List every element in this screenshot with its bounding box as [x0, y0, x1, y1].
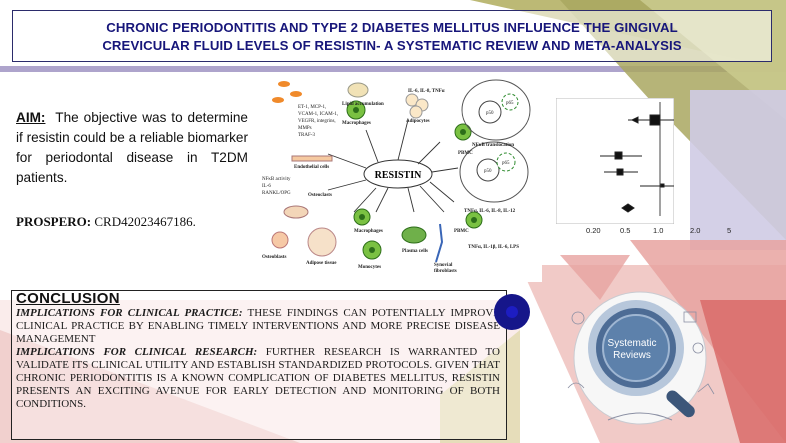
forest-plot: [556, 98, 674, 224]
clinical-practice-text: THESE FINDINGS CAN POTENTIALLY IMPROVE C…: [16, 307, 500, 345]
forest-tick-2: 1.0: [653, 226, 664, 235]
diagram-labels: Lipid accumulation IL-6, IL-8, TNFα Adip…: [262, 89, 519, 274]
conclusion-text: IMPLICATIONS FOR CLINICAL PRACTICE: THES…: [16, 307, 500, 411]
forest-tick-3: 2.0: [690, 226, 701, 235]
forest-tick-1: 0.5: [620, 226, 631, 235]
label-tnf-out: TNFα, IL-6, IL-8, IL-12: [464, 209, 516, 214]
aim-text: The objective was to determine if resist…: [16, 110, 248, 185]
clinical-research-label: IMPLICATIONS FOR CLINICAL RESEARCH:: [16, 346, 258, 358]
label-pbmc-top: PBMC: [458, 151, 473, 156]
label-synovial-1: Synovial: [434, 263, 453, 268]
label-endothelial: Endothelial cells: [294, 165, 329, 170]
conclusion-box: [11, 290, 507, 440]
label-synovial-2: fibroblasts: [434, 269, 457, 274]
title-line-1: CHRONIC PERIODONTITIS AND TYPE 2 DIABETE…: [106, 20, 678, 35]
magnifier-lens: [602, 314, 670, 382]
label-nfkb-translocation: NFκB translocation: [472, 143, 514, 148]
prospero-registration: PROSPERO: CRD42023467186.: [16, 214, 196, 230]
label-p50-a: p50: [486, 111, 494, 116]
label-lipid: Lipid accumulation: [342, 102, 384, 107]
label-traf: TRAF-3: [298, 133, 315, 138]
label-p50-b: p50: [484, 169, 492, 174]
forest-tick-4: 5: [727, 226, 732, 235]
label-pbmc-bottom: PBMC: [454, 229, 469, 234]
systematic-reviews-label: Systematic Reviews: [596, 338, 668, 362]
aim-label: AIM:: [16, 110, 46, 125]
diagram-arrows: [327, 119, 459, 213]
resistin-diagram: RESISTIN: [258, 72, 542, 282]
poster-title: CHRONIC PERIODONTITIS AND TYPE 2 DIABETE…: [13, 19, 771, 55]
label-mmps: MMPs: [298, 126, 312, 131]
label-macrophages-top: Macrophages: [342, 121, 371, 126]
label-il6-up: IL-6: [262, 184, 271, 189]
cell-illustrations: [271, 79, 531, 263]
label-rankl: RANKL/OPG: [262, 191, 291, 196]
accent-dot-inner: [506, 306, 518, 318]
label-vcam: VCAM-1, ICAM-1,: [298, 112, 338, 117]
aim-section: AIM: The objective was to determine if r…: [16, 108, 248, 188]
systematic-review-illustration: [567, 291, 715, 425]
label-et1: ET-1, MCP-1,: [298, 105, 326, 110]
prospero-label: PROSPERO:: [16, 214, 92, 229]
badge-line-1: Systematic: [607, 338, 657, 349]
label-il6: IL-6, IL-8, TNFα: [408, 89, 445, 94]
label-osteoclasts: Osteoclasts: [308, 193, 332, 198]
label-osteoblasts: Osteoblasts: [262, 255, 287, 260]
badge-line-2: Reviews: [613, 350, 651, 361]
prospero-id: CRD42023467186.: [94, 214, 196, 229]
forest-study-rows: [600, 114, 674, 213]
label-plasma: Plasma cells: [402, 249, 428, 254]
title-line-2: CREVICULAR FLUID LEVELS OF RESISTIN- A S…: [102, 38, 682, 53]
label-macrophages-bottom: Macrophages: [354, 229, 383, 234]
forest-tick-0: 0.20: [586, 226, 601, 235]
label-monocytes: Monocytes: [358, 265, 381, 270]
magnifier-handle: [666, 390, 695, 418]
label-vegfr: VEGFR, integrins,: [298, 119, 336, 124]
title-box: CHRONIC PERIODONTITIS AND TYPE 2 DIABETE…: [12, 10, 772, 62]
resistin-label: RESISTIN: [375, 170, 422, 181]
clinical-research-text: FURTHER RESEARCH IS WARRANTED TO VALIDAT…: [16, 346, 501, 410]
label-adipose: Adipose tissue: [306, 261, 337, 266]
label-p65-b: p65: [502, 161, 510, 166]
label-p65-a: p65: [506, 101, 514, 106]
conclusion-heading: CONCLUSION: [16, 290, 120, 307]
label-adipocytes: Adipocytes: [406, 119, 430, 124]
clinical-practice-label: IMPLICATIONS FOR CLINICAL PRACTICE:: [16, 307, 243, 319]
illustration-line-icons: [567, 311, 715, 395]
illustration-stethoscope: [607, 412, 673, 421]
label-tnf-bottom: TNFα, IL-1β, IL-6, LPS: [468, 245, 519, 250]
label-nfkb-activity: NFκB activity: [262, 177, 291, 182]
